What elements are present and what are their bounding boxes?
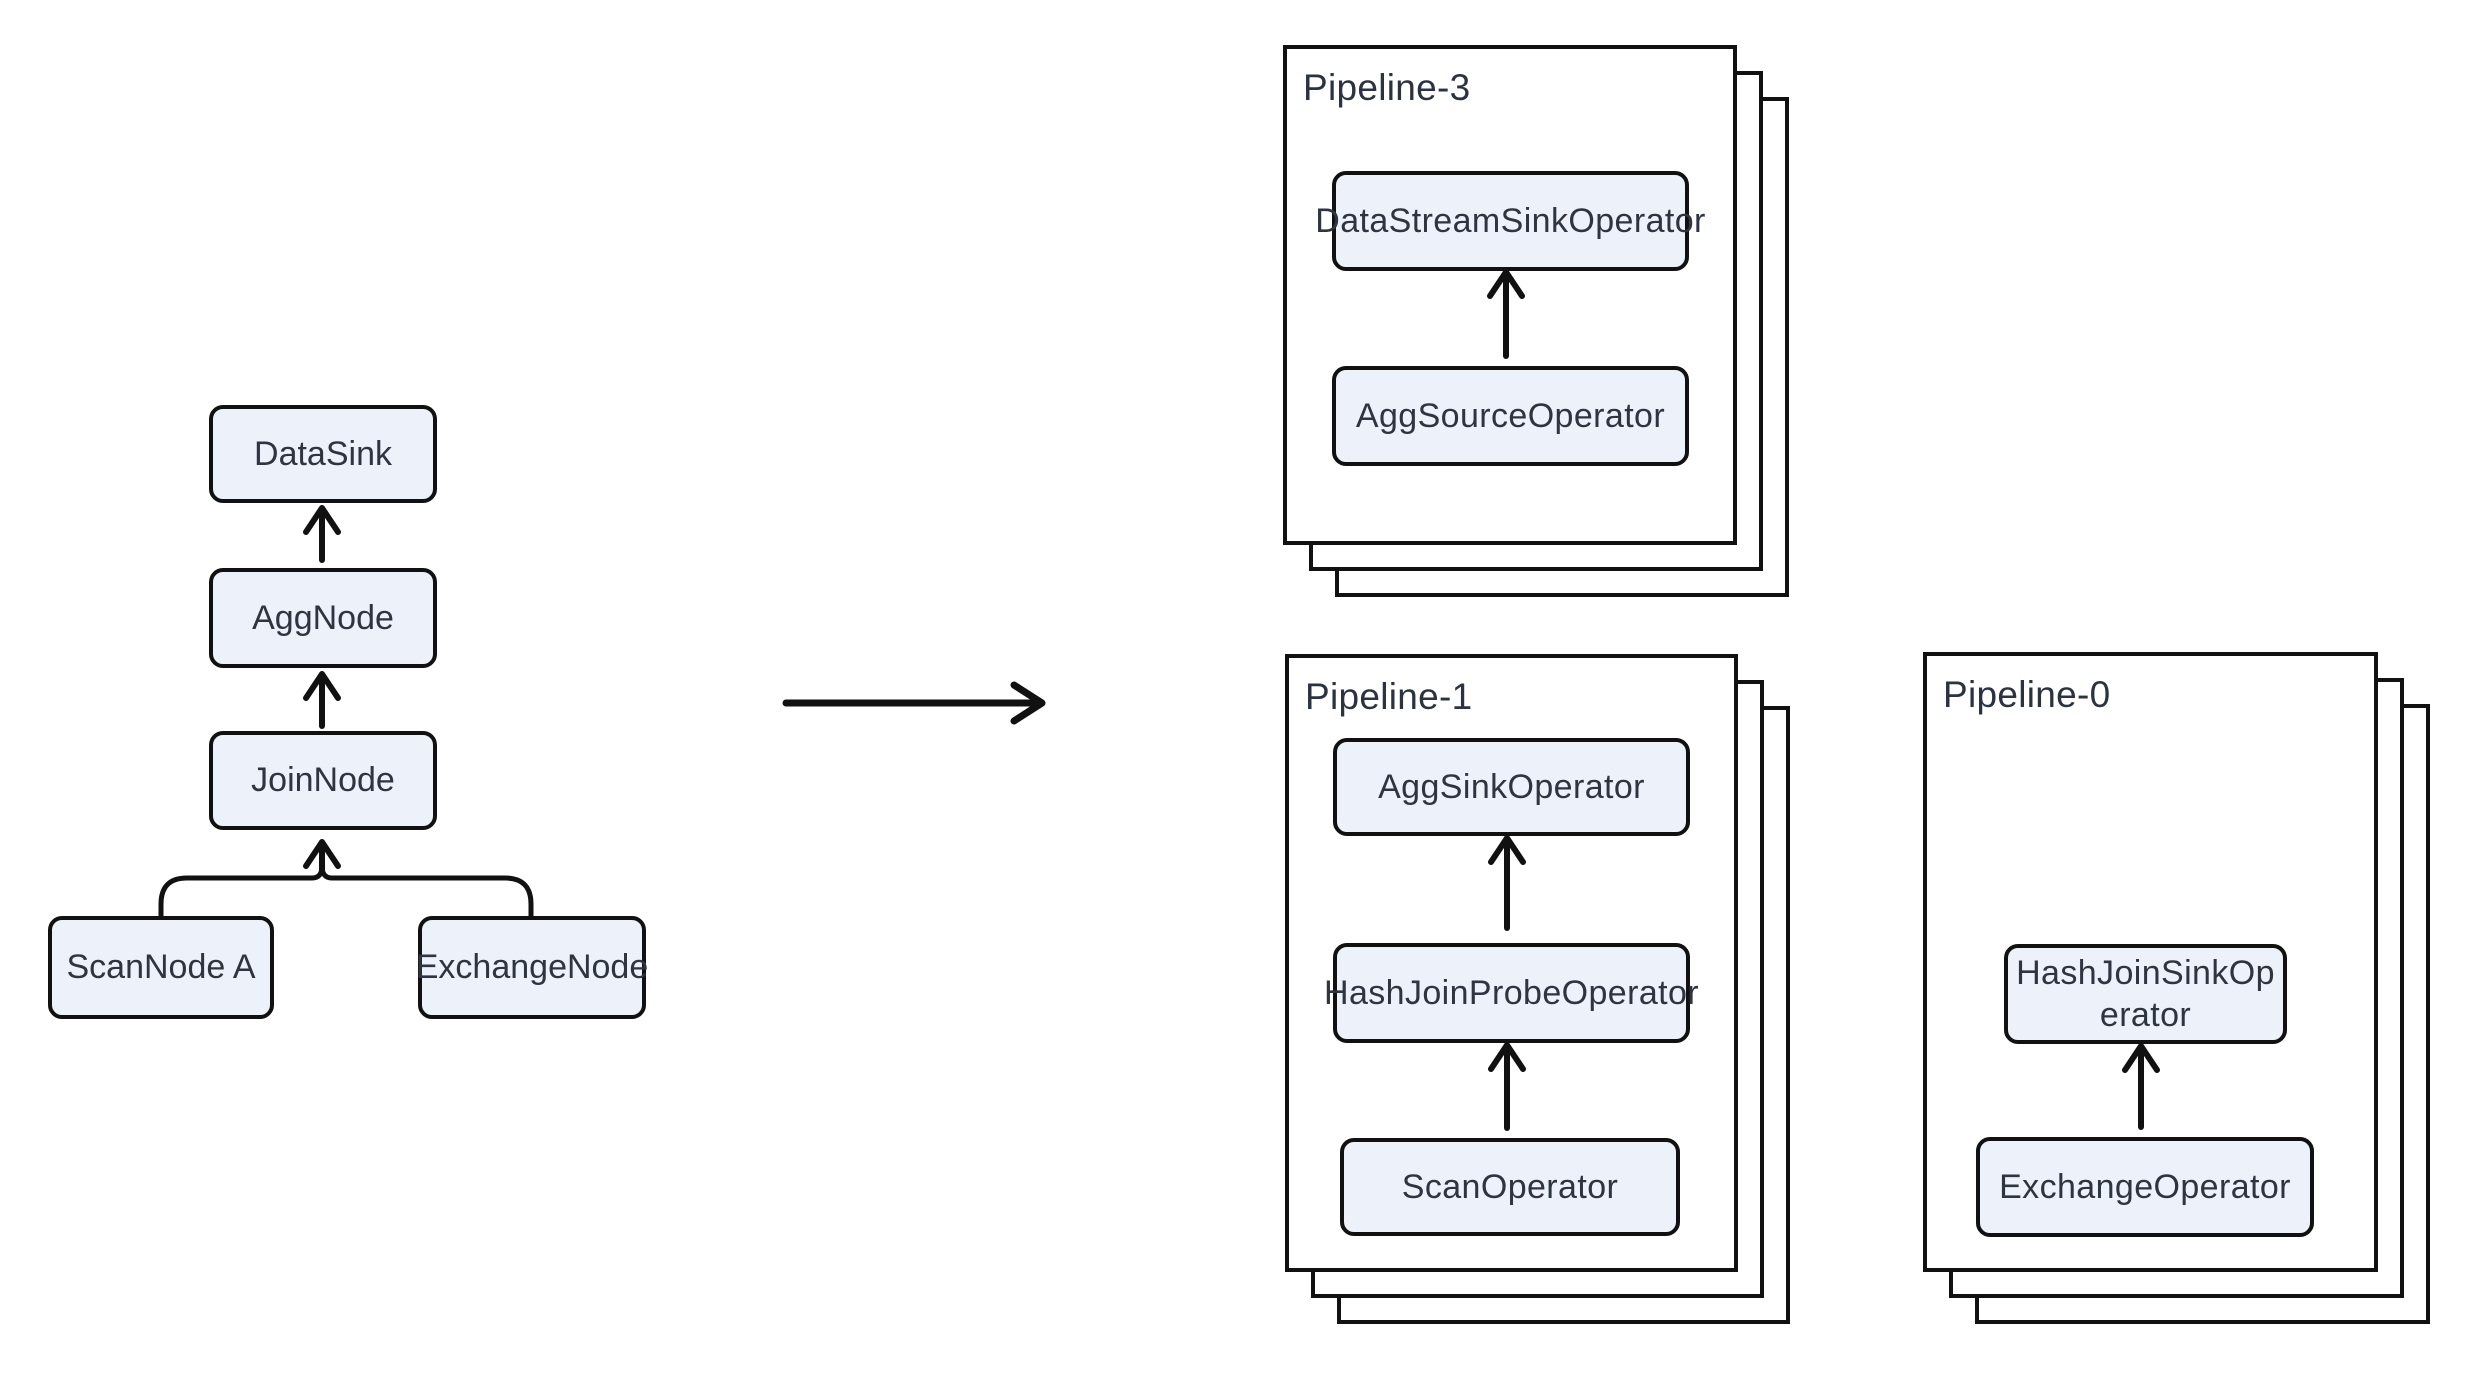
plan-node-exchangenode: ExchangeNode [415, 916, 649, 1019]
pipeline-3-front-page: Pipeline-3 DataStreamSinkOperator AggSou… [1283, 45, 1737, 545]
pipeline-3-stack: Pipeline-3 DataStreamSinkOperator AggSou… [1283, 45, 1789, 597]
plan-node-scannode-a-label: ScanNode A [66, 948, 256, 987]
pipeline-0-front-page: Pipeline-0 HashJoinSinkOperator Exchange… [1923, 652, 2378, 1272]
operator-hashjoinprobe: HashJoinProbeOperator [1324, 943, 1699, 1043]
plan-node-scannode-a: ScanNode A [48, 916, 274, 1019]
operator-hashjoinsink-label: HashJoinSinkOperator [2016, 953, 2275, 1035]
pipeline-1-front-page: Pipeline-1 AggSinkOperator HashJoinProbe… [1285, 654, 1738, 1272]
operator-aggsink-label: AggSinkOperator [1378, 767, 1645, 806]
operator-hashjoinsink: HashJoinSinkOperator [2004, 944, 2287, 1044]
operator-scan-label: ScanOperator [1401, 1167, 1619, 1206]
plan-node-aggnode: AggNode [209, 568, 437, 668]
plan-node-datasink-label: DataSink [254, 434, 392, 473]
plan-node-exchangenode-label: ExchangeNode [415, 948, 649, 987]
operator-aggsource-label: AggSourceOperator [1355, 396, 1666, 435]
pipeline-0-stack: Pipeline-0 HashJoinSinkOperator Exchange… [1923, 652, 2430, 1324]
plan-node-datasink: DataSink [209, 405, 437, 503]
connector-children-to-joinnode [158, 839, 534, 919]
transform-arrow [782, 681, 1046, 725]
operator-exchange: ExchangeOperator [1976, 1137, 2314, 1237]
plan-node-joinnode: JoinNode [209, 731, 437, 830]
operator-datastreamsink-label: DataStreamSinkOperator [1315, 201, 1706, 240]
operator-scan: ScanOperator [1340, 1138, 1680, 1236]
operator-datastreamsink: DataStreamSinkOperator [1315, 171, 1705, 271]
pipeline-0-title: Pipeline-0 [1943, 674, 2111, 715]
operator-aggsource: AggSourceOperator [1332, 366, 1689, 466]
arrow-joinnode-to-aggnode [303, 671, 341, 729]
pipeline-3-title: Pipeline-3 [1303, 67, 1471, 108]
plan-node-joinnode-label: JoinNode [251, 761, 395, 800]
pipeline-1-title: Pipeline-1 [1305, 676, 1473, 717]
operator-hashjoinprobe-label: HashJoinProbeOperator [1323, 973, 1700, 1012]
operator-aggsink: AggSinkOperator [1333, 738, 1690, 836]
pipeline-1-stack: Pipeline-1 AggSinkOperator HashJoinProbe… [1285, 654, 1790, 1324]
operator-exchange-label: ExchangeOperator [1999, 1167, 2291, 1206]
arrow-aggnode-to-datasink [303, 505, 341, 563]
plan-node-aggnode-label: AggNode [252, 598, 394, 637]
